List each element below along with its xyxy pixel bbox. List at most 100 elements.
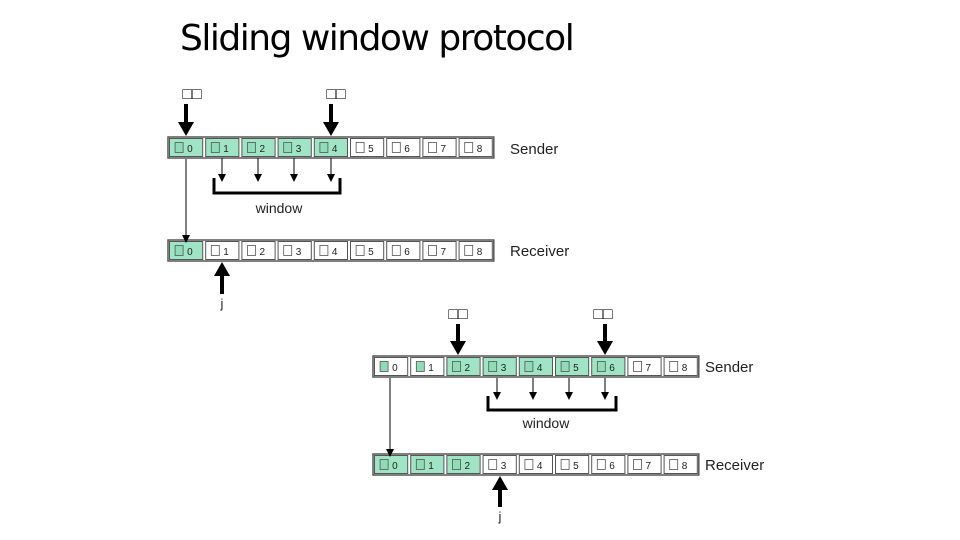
panel1-receiver-cell-box xyxy=(210,245,220,256)
panel1-sender-cell-box xyxy=(174,142,184,153)
panel1-sender-cell-box xyxy=(247,142,256,153)
panel1-pointer-right-arrow-head xyxy=(323,122,339,136)
panel1-j-label: j xyxy=(220,296,224,311)
panel2-sender-cell xyxy=(663,357,698,376)
panel1-receiver-cell xyxy=(422,241,457,260)
panel1-receiver-cell-box xyxy=(464,245,474,256)
panel2-sender-cell-box xyxy=(415,361,425,372)
panel2-receiver-cell-box xyxy=(669,459,679,470)
panel2-receiver-cell xyxy=(591,455,626,474)
panel1-sender-cell-number: 7 xyxy=(441,144,447,155)
panel2-sender-cell xyxy=(482,357,517,376)
panel1-sender-cell-box xyxy=(210,142,220,153)
panel2-pointer-right-arrow-head xyxy=(597,341,613,355)
panel2-receiver-cell-box xyxy=(560,459,570,470)
panel1-window-bracket xyxy=(212,158,342,195)
panel2-receiver-cell-box xyxy=(379,459,389,470)
panel2-window-bracket-line xyxy=(486,396,618,412)
panel2-sender-cell xyxy=(374,357,409,376)
panel1-receiver-cell-box xyxy=(391,245,401,256)
arrows xyxy=(178,104,613,507)
panel1-sender-cell-number: 4 xyxy=(332,144,338,155)
panel2-receiver-cell xyxy=(518,455,553,474)
panel2-receiver-cell xyxy=(663,455,698,474)
panel1-receiver-cell-box xyxy=(283,245,293,256)
panel2-receiver-label: Receiver xyxy=(705,457,764,474)
panel1-receiver-cell-number: 8 xyxy=(477,247,483,258)
panel1-receiver-cell xyxy=(241,241,276,260)
panel1-sender-cell-box xyxy=(464,142,474,153)
panel1-sender-cell xyxy=(458,138,493,157)
panel2-sender-cell-number: 4 xyxy=(537,363,543,374)
panel1-sender-cell-box xyxy=(319,142,329,153)
panel1-sender-cell xyxy=(241,138,276,157)
panel2-sender-cell xyxy=(591,357,626,376)
panel2-receiver-cell-number: 4 xyxy=(537,461,543,472)
panel2-receiver-cell-number: 8 xyxy=(682,461,688,472)
panel2-sender-cell-number: 1 xyxy=(428,363,434,374)
panel2-receiver-cell xyxy=(374,455,409,474)
panel1-receiver-label: Receiver xyxy=(510,243,569,260)
panel1-sender-cell-box xyxy=(283,142,293,153)
panel1-receiver-cell-box xyxy=(428,245,437,256)
panel2-receiver-cell xyxy=(410,455,445,474)
panel1-receiver-cell-number: 2 xyxy=(260,247,266,258)
panel2-window-label: window xyxy=(522,415,571,431)
panel2-sender-cell-box xyxy=(379,361,389,372)
panel1-receiver-cell-number: 6 xyxy=(404,247,410,258)
panel2-receiver-cell-box xyxy=(488,459,498,470)
panel2-receiver-cell xyxy=(446,455,481,474)
panel1-receiver-cell-number: 7 xyxy=(441,247,447,258)
panel2-pointer-left-label: □□ xyxy=(448,306,468,323)
panel2-sender-cell-number: 2 xyxy=(465,363,471,374)
panel1-sender-cell-number: 6 xyxy=(404,144,410,155)
panel1-receiver-cell xyxy=(205,241,240,260)
panel2-receiver-cell-box xyxy=(524,459,534,470)
panel2-pointer-left-arrow-head xyxy=(450,341,466,355)
panel2-receiver-cell-number: 5 xyxy=(573,461,579,472)
panel2-receiver-cell xyxy=(627,455,662,474)
panel1-pointer-left-arrow-head xyxy=(178,122,194,136)
panel1-sender-cell-number: 5 xyxy=(368,144,374,155)
panel2-sender-label: Sender xyxy=(705,359,753,376)
panel2-sender-cell-box xyxy=(560,361,570,372)
panel2-sender-cell xyxy=(518,357,553,376)
panel2-j-label: j xyxy=(498,509,502,524)
panel1-receiver-cell-number: 5 xyxy=(368,247,374,258)
panel1-sender-cell xyxy=(205,138,240,157)
panel2-sender-cell-box xyxy=(669,361,679,372)
panel1-window-bracket-line xyxy=(212,178,342,195)
panel1-receiver-cell-box xyxy=(355,245,365,256)
panel2-receiver-cell-number: 1 xyxy=(428,461,434,472)
panel2-receiver-cell xyxy=(482,455,517,474)
panel2-receiver-cell-number: 0 xyxy=(392,461,398,472)
panel2-sender-cell xyxy=(627,357,662,376)
panel1-sender-cell-number: 3 xyxy=(296,144,302,155)
panel1-receiver-cell xyxy=(313,241,348,260)
panel1-receiver-cell xyxy=(386,241,421,260)
panel2-sender-cell-box xyxy=(452,361,461,372)
panel1-pointer-left-label: □□ xyxy=(182,86,202,103)
panel2-window-bracket xyxy=(486,378,618,412)
panel1-j-arrow-head xyxy=(214,262,230,276)
panel1-sender-cell xyxy=(313,138,348,157)
panel2-receiver-cell-box xyxy=(452,459,461,470)
panel1-sender-cell-number: 2 xyxy=(260,144,266,155)
panel1-sender-cell xyxy=(169,138,204,157)
panel2-sender-cell-number: 7 xyxy=(646,363,652,374)
panel2-sender-cell-box xyxy=(633,361,642,372)
panel2-receiver-cell-number: 7 xyxy=(646,461,652,472)
panel2-j-arrow-head xyxy=(492,476,508,490)
slide-title: Sliding window protocol xyxy=(180,18,575,59)
panel2-receiver-cell-box xyxy=(633,459,642,470)
panel2-receiver-cell xyxy=(555,455,590,474)
panel2-receiver-cell-number: 6 xyxy=(609,461,615,472)
panel1-receiver-cell-number: 3 xyxy=(296,247,302,258)
panel1-receiver-cell xyxy=(350,241,385,260)
panel2-sender-cell xyxy=(410,357,445,376)
panel1-receiver-cell-number: 4 xyxy=(332,247,338,258)
panel1-sender-cell-box xyxy=(391,142,401,153)
